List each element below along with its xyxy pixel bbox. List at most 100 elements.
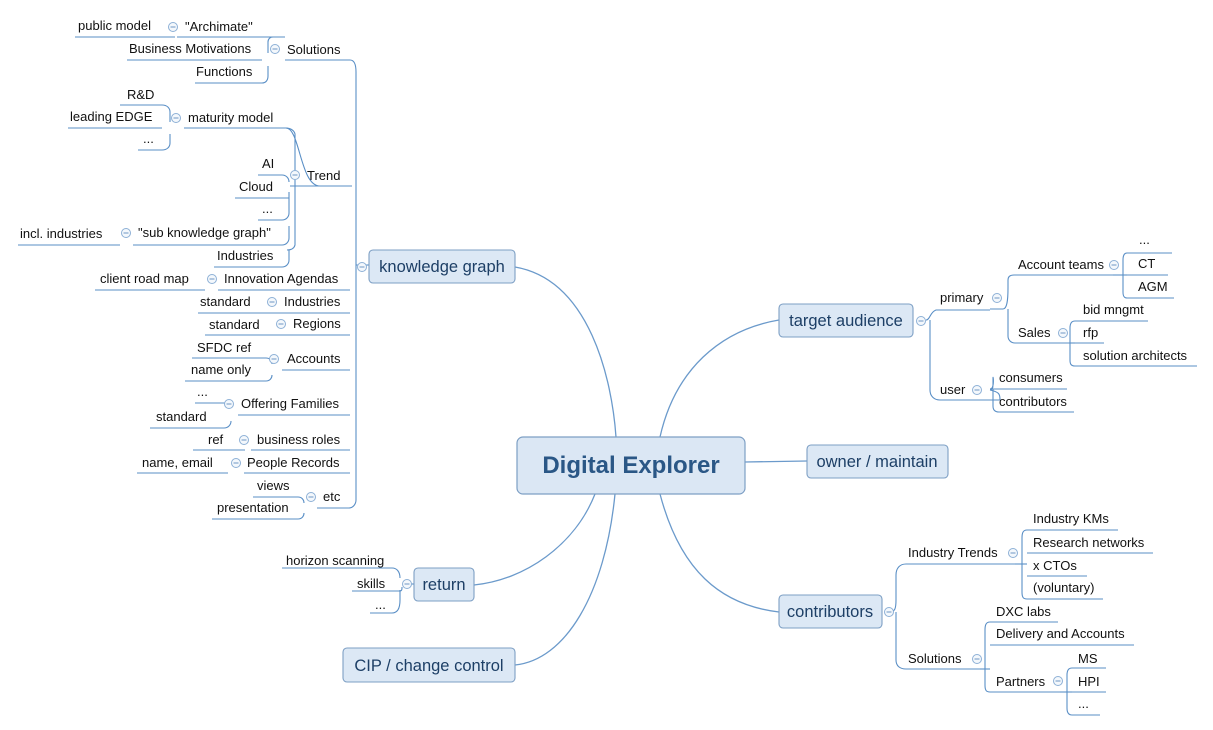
- topic-contributors[interactable]: contributors: [778, 594, 883, 629]
- collapse-sub-kg-icon: [121, 228, 131, 238]
- node-dxc-labs[interactable]: DXC labs: [996, 604, 1051, 619]
- node-presentation[interactable]: presentation: [217, 500, 289, 515]
- node-hpi[interactable]: HPI: [1078, 674, 1100, 689]
- node-trend[interactable]: Trend: [307, 168, 340, 183]
- main-branches: [473, 266, 808, 666]
- collapse-contributors-icon[interactable]: [884, 607, 894, 617]
- node-regions[interactable]: Regions: [293, 316, 341, 331]
- node-sales[interactable]: Sales: [1018, 325, 1051, 340]
- node-offering-families[interactable]: Offering Families: [241, 396, 340, 411]
- node-rnd[interactable]: R&D: [127, 87, 154, 102]
- central-topic-label: Digital Explorer: [542, 452, 719, 479]
- collapse-offering-icon: [224, 399, 234, 409]
- node-research-networks[interactable]: Research networks: [1033, 535, 1145, 550]
- node-account-teams[interactable]: Account teams: [1018, 257, 1104, 272]
- node-industries[interactable]: Industries: [284, 294, 341, 309]
- topic-target-audience[interactable]: target audience: [778, 303, 914, 338]
- collapse-innovation-icon: [207, 274, 217, 284]
- node-name-email[interactable]: name, email: [142, 455, 213, 470]
- collapse-markers-kg[interactable]: [121, 22, 367, 502]
- node-maturity-more[interactable]: ...: [143, 131, 154, 146]
- collapse-archimate-icon: [168, 22, 178, 32]
- node-account-teams-more[interactable]: ...: [1139, 232, 1150, 247]
- node-cloud[interactable]: Cloud: [239, 179, 273, 194]
- node-industry-trends[interactable]: Industry Trends: [908, 545, 998, 560]
- node-incl-industries[interactable]: incl. industries: [20, 226, 103, 241]
- topic-return-label: return: [422, 576, 465, 594]
- node-name-only[interactable]: name only: [191, 362, 251, 377]
- collapse-partners-icon[interactable]: [1053, 676, 1063, 686]
- node-solutions-c[interactable]: Solutions: [908, 651, 962, 666]
- node-sub-knowledge-graph[interactable]: "sub knowledge graph": [138, 225, 271, 240]
- topic-cip[interactable]: CIP / change control: [342, 647, 516, 683]
- node-primary[interactable]: primary: [940, 290, 984, 305]
- node-x-ctos[interactable]: x CTOs: [1033, 558, 1077, 573]
- collapse-trend-icon: [290, 170, 300, 180]
- node-solutions[interactable]: Solutions: [287, 42, 341, 57]
- node-innovation-agendas[interactable]: Innovation Agendas: [224, 271, 339, 286]
- return-subtree: horizon scanning skills ...: [282, 553, 414, 614]
- node-return-more[interactable]: ...: [375, 597, 386, 612]
- node-agm[interactable]: AGM: [1138, 279, 1168, 294]
- node-partners-more[interactable]: ...: [1078, 696, 1089, 711]
- topic-target-audience-label: target audience: [789, 312, 903, 330]
- node-sfdc-ref[interactable]: SFDC ref: [197, 340, 252, 355]
- node-accounts[interactable]: Accounts: [287, 351, 341, 366]
- node-leading-edge[interactable]: leading EDGE: [70, 109, 153, 124]
- collapse-solutions-icon: [270, 44, 280, 54]
- node-offering-more[interactable]: ...: [197, 384, 208, 399]
- collapse-target-icon[interactable]: [916, 316, 926, 326]
- node-trend-industries[interactable]: Industries: [217, 248, 274, 263]
- collapse-regions-icon: [276, 319, 286, 329]
- node-client-road-map[interactable]: client road map: [100, 271, 189, 286]
- topic-return[interactable]: return: [413, 567, 475, 602]
- collapse-user-icon[interactable]: [972, 385, 982, 395]
- node-voluntary[interactable]: (voluntary): [1033, 580, 1094, 595]
- central-topic[interactable]: Digital Explorer: [516, 436, 746, 495]
- node-industries-standard[interactable]: standard: [200, 294, 251, 309]
- knowledge-graph-labels: Solutions "Archimate" public model Busin…: [20, 18, 341, 515]
- topic-knowledge-graph[interactable]: knowledge graph: [368, 249, 516, 284]
- node-views[interactable]: views: [257, 478, 290, 493]
- node-maturity-model[interactable]: maturity model: [188, 110, 273, 125]
- node-ct[interactable]: CT: [1138, 256, 1155, 271]
- collapse-roles-icon: [239, 435, 249, 445]
- node-roles-ref[interactable]: ref: [208, 432, 224, 447]
- topic-cip-label: CIP / change control: [354, 657, 503, 675]
- collapse-industry-trends-icon[interactable]: [1008, 548, 1018, 558]
- node-business-motivations[interactable]: Business Motivations: [129, 41, 252, 56]
- collapse-kg-icon: [357, 262, 367, 272]
- node-business-roles[interactable]: business roles: [257, 432, 341, 447]
- collapse-solutions-c-icon[interactable]: [972, 654, 982, 664]
- node-horizon-scanning[interactable]: horizon scanning: [286, 553, 384, 568]
- node-contributors[interactable]: contributors: [999, 394, 1067, 409]
- node-trend-more[interactable]: ...: [262, 201, 273, 216]
- node-partners[interactable]: Partners: [996, 674, 1046, 689]
- node-offering-standard[interactable]: standard: [156, 409, 207, 424]
- node-rfp[interactable]: rfp: [1083, 325, 1098, 340]
- node-industry-kms[interactable]: Industry KMs: [1033, 511, 1109, 526]
- node-functions[interactable]: Functions: [196, 64, 253, 79]
- collapse-maturity-icon: [171, 113, 181, 123]
- collapse-sales-icon[interactable]: [1058, 328, 1068, 338]
- topic-owner[interactable]: owner / maintain: [806, 444, 949, 479]
- collapse-primary-icon[interactable]: [992, 293, 1002, 303]
- node-skills[interactable]: skills: [357, 576, 386, 591]
- node-ai[interactable]: AI: [262, 156, 274, 171]
- node-etc[interactable]: etc: [323, 489, 341, 504]
- node-archimate[interactable]: "Archimate": [185, 19, 253, 34]
- collapse-account-teams-icon[interactable]: [1109, 260, 1119, 270]
- node-consumers[interactable]: consumers: [999, 370, 1063, 385]
- node-delivery-accounts[interactable]: Delivery and Accounts: [996, 626, 1125, 641]
- node-user[interactable]: user: [940, 382, 966, 397]
- collapse-return-icon[interactable]: [402, 579, 412, 589]
- node-bid-mngmt[interactable]: bid mngmt: [1083, 302, 1144, 317]
- collapse-people-icon: [231, 458, 241, 468]
- node-people-records[interactable]: People Records: [247, 455, 340, 470]
- node-public-model[interactable]: public model: [78, 18, 151, 33]
- node-solution-architects[interactable]: solution architects: [1083, 348, 1188, 363]
- node-ms[interactable]: MS: [1078, 651, 1098, 666]
- node-regions-standard[interactable]: standard: [209, 317, 260, 332]
- collapse-etc-icon: [306, 492, 316, 502]
